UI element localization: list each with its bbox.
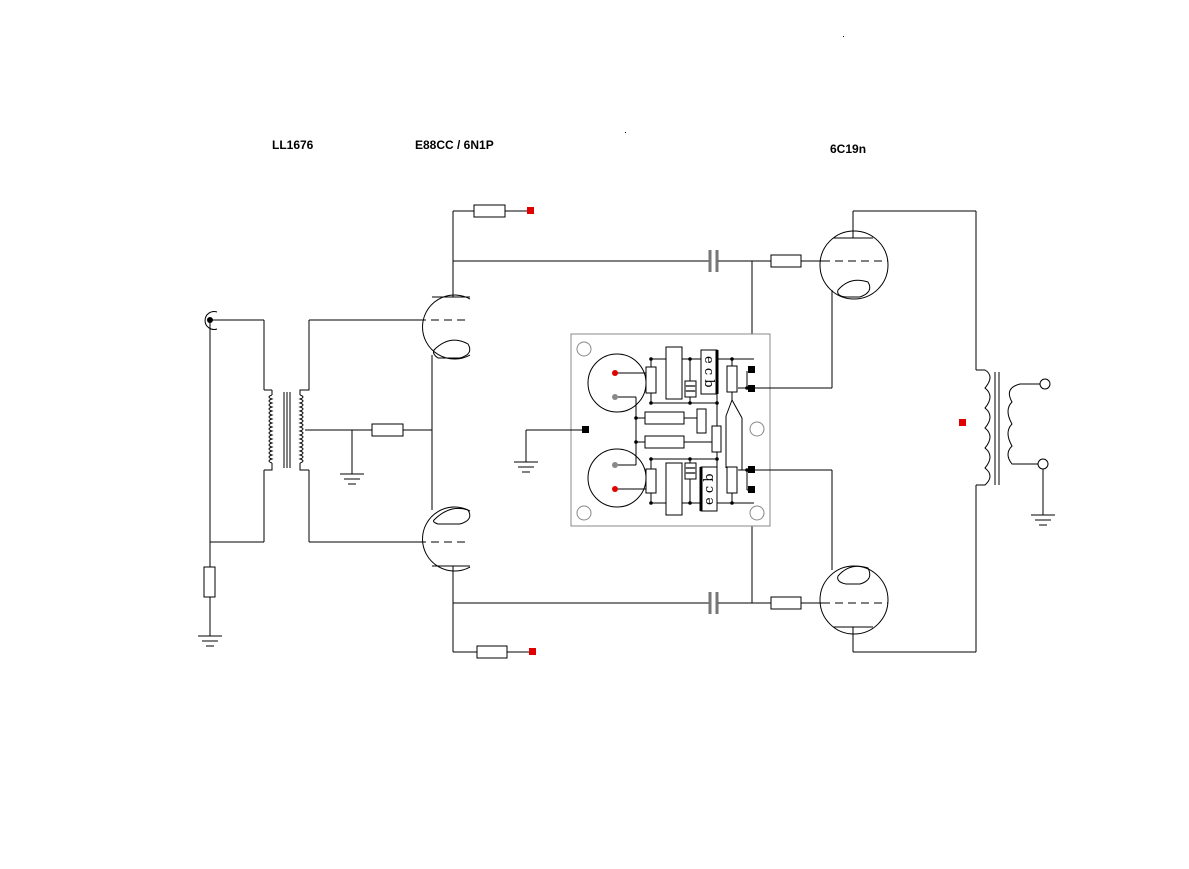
capacitor-icon [708, 592, 719, 614]
input-wiring [209, 319, 265, 636]
input-grid-resistor [203, 566, 216, 598]
capacitor-icon [708, 250, 719, 272]
secondary-wiring [305, 319, 432, 543]
anode-resistor-bottom [476, 645, 536, 659]
triode-tube-icon [418, 294, 471, 360]
supply-terminal-bottom [529, 648, 536, 655]
grid-stopper-top [770, 254, 802, 268]
ground-icon [514, 461, 538, 473]
driver-wiring [431, 210, 709, 653]
output-wiring [852, 210, 977, 653]
triode-tube-icon [819, 230, 889, 300]
pcb-pin-labels-bottom: e c b [702, 473, 717, 505]
transformer-icon [264, 320, 310, 471]
anode-resistor-top [473, 204, 534, 218]
output-transformer-icon [959, 369, 1043, 486]
driver-tube-label: E88CC / 6N1P [415, 138, 494, 152]
pcb-external-wiring [525, 290, 833, 570]
output-tube-label: 6C19n [830, 142, 867, 156]
ground-icon [1031, 514, 1055, 526]
bias-pcb [570, 333, 771, 527]
pcb-pin-labels-top: e c b [701, 356, 716, 388]
ground-icon [340, 473, 364, 485]
center-tap-resistor [371, 423, 404, 437]
triode-tube-icon [418, 506, 471, 572]
output-terminal-icon [1037, 378, 1051, 515]
input-transformer-label: LL1676 [272, 138, 314, 152]
ground-icon [198, 635, 222, 647]
b-plus-terminal [959, 419, 966, 426]
triode-tube-icon [819, 565, 889, 635]
supply-terminal-top [527, 207, 534, 214]
grid-stopper-bottom [770, 596, 802, 610]
